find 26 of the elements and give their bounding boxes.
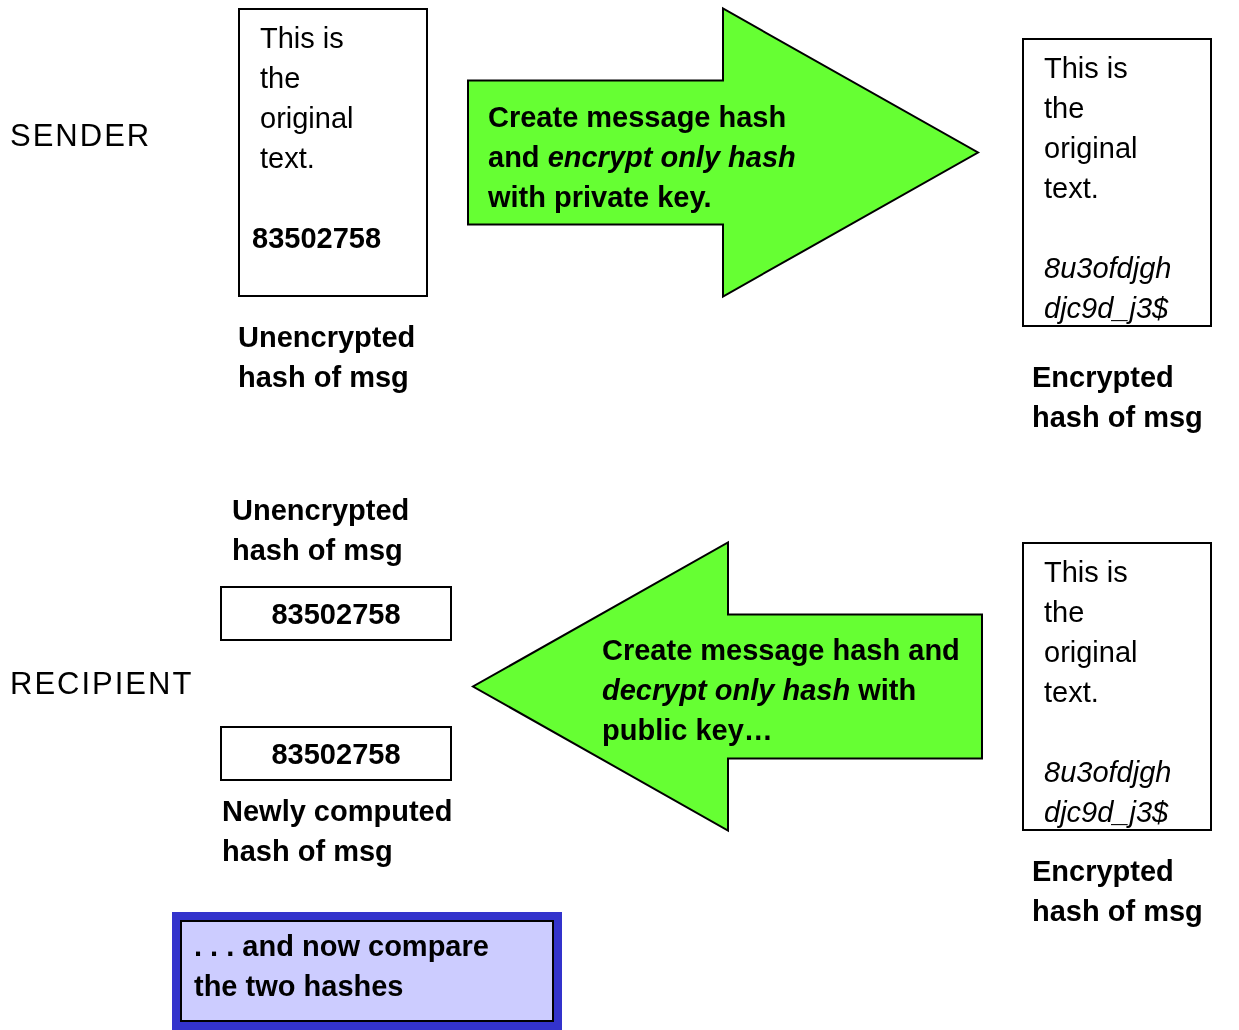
node-label: Unencrypted hash of msg [238, 320, 417, 395]
role-label: SENDER [10, 117, 152, 155]
node-label: Newly computed hash of msg [222, 794, 454, 869]
hash-value: 8u3ofdjgh djc9d_j3$ [1044, 251, 1173, 326]
block-arrow [467, 6, 981, 299]
hash-value: 83502758 [252, 221, 383, 256]
hash-value: 8u3ofdjgh djc9d_j3$ [1044, 755, 1173, 830]
arrow-text: Create message hash and encrypt only hash with private key. [488, 100, 797, 215]
arrow-text: Create message hash and decrypt only hash with public key… [602, 633, 961, 748]
hash-value: 83502758 [271, 736, 401, 772]
block-arrow [470, 540, 983, 833]
document-box [238, 8, 428, 297]
document-text: This is the original text. [1044, 51, 1139, 206]
document-text: This is the original text. [260, 21, 355, 176]
document-box [1022, 38, 1212, 327]
hash-box [220, 586, 452, 641]
hash-caption: Unencrypted hash of msg [232, 493, 411, 568]
role-label: RECIPIENT [10, 665, 194, 703]
document-text: This is the original text. [1044, 555, 1139, 710]
document-box [1022, 542, 1212, 831]
node-label: Encrypted hash of msg [1032, 854, 1204, 929]
hash-value: 83502758 [271, 596, 401, 632]
node-label: Encrypted hash of msg [1032, 360, 1204, 435]
hash-box [220, 726, 452, 781]
note-text: . . . and now compare the two hashes [194, 929, 490, 1004]
note-box [172, 912, 562, 1030]
